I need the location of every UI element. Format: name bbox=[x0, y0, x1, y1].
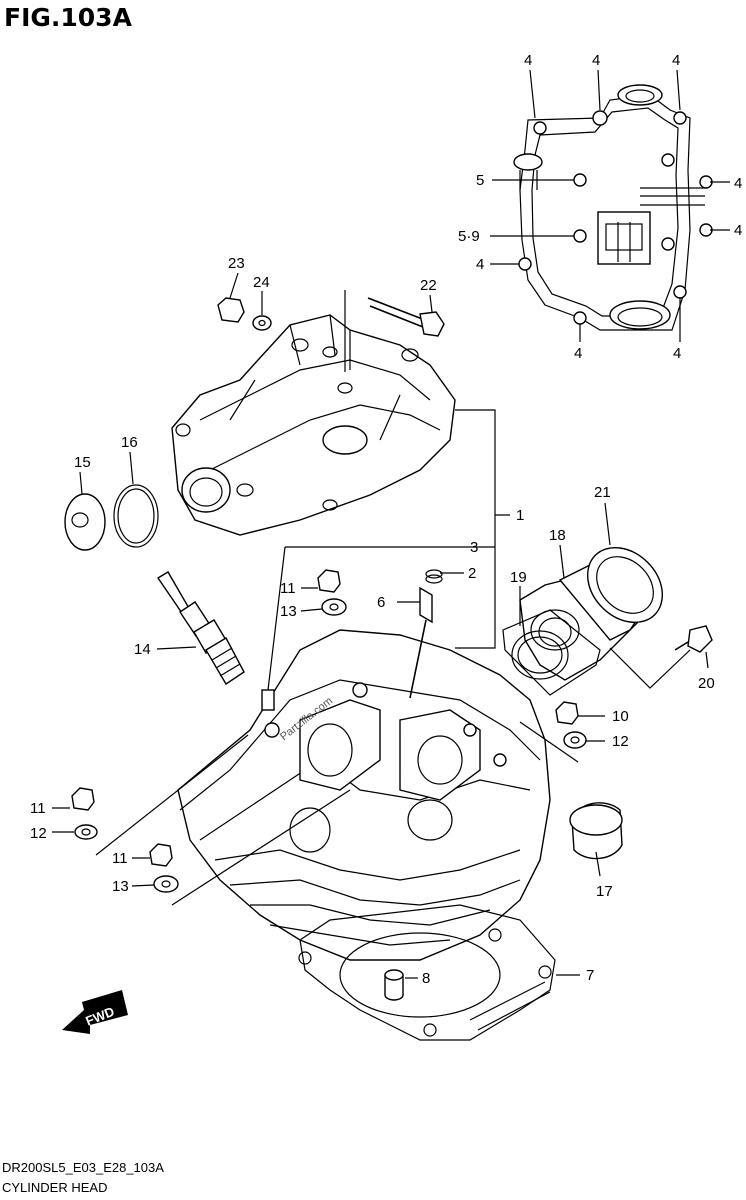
callout-11: 11 bbox=[280, 580, 296, 597]
dowel-pin bbox=[384, 969, 404, 1001]
callout-12: 12 bbox=[612, 733, 629, 750]
callout-10: 10 bbox=[612, 708, 629, 725]
callout-13: 13 bbox=[280, 603, 297, 620]
callout-23: 23 bbox=[228, 255, 245, 272]
callout-11: 11 bbox=[30, 800, 46, 817]
section-name: CYLINDER HEAD bbox=[2, 1180, 107, 1195]
callout-3: 3 bbox=[470, 539, 478, 556]
callout-17: 17 bbox=[596, 883, 613, 900]
cylinder-head bbox=[177, 629, 551, 961]
callout-24: 24 bbox=[253, 274, 270, 291]
callout-20: 20 bbox=[698, 675, 715, 692]
callout-11: 11 bbox=[112, 850, 128, 867]
figure-title: FIG.103A bbox=[4, 3, 133, 32]
callout-4: 4 bbox=[672, 52, 680, 69]
callout-21: 21 bbox=[594, 484, 611, 501]
callout-19: 19 bbox=[510, 569, 527, 586]
side-plug bbox=[569, 802, 623, 860]
callout-5: 5 bbox=[476, 172, 484, 189]
intake-pipe-assembly bbox=[502, 546, 713, 696]
callout-12: 12 bbox=[30, 825, 47, 842]
cylinder-head-cover bbox=[171, 314, 456, 536]
callout-4: 4 bbox=[673, 345, 681, 362]
callout-4: 4 bbox=[592, 52, 600, 69]
callout-6: 6 bbox=[377, 594, 385, 611]
callout-1: 1 bbox=[516, 507, 524, 524]
callout-14: 14 bbox=[134, 641, 151, 658]
callout-4: 4 bbox=[734, 222, 742, 239]
callout-2: 2 bbox=[468, 565, 476, 582]
callout-4: 4 bbox=[574, 345, 582, 362]
callout-7: 7 bbox=[586, 967, 594, 984]
callout-16: 16 bbox=[121, 434, 138, 451]
callout-18: 18 bbox=[549, 527, 566, 544]
leader-lines bbox=[52, 69, 730, 979]
cover-bolt bbox=[344, 290, 445, 372]
callout-labels: 4 4 4 5 4 5·9 4 4 4 4 23 24 22 15 16 1 3… bbox=[30, 52, 742, 987]
fwd-arrow-icon: FWD bbox=[62, 990, 128, 1034]
callout-22: 22 bbox=[420, 277, 437, 294]
model-code: DR200SL5_E03_E28_103A bbox=[2, 1160, 164, 1175]
valve-guide-and-seal bbox=[409, 569, 443, 699]
callout-4: 4 bbox=[476, 256, 484, 273]
callout-4: 4 bbox=[734, 175, 742, 192]
callout-5-9: 5·9 bbox=[458, 228, 480, 245]
cover-nut-and-washer bbox=[217, 297, 272, 331]
head-cover-inner-view bbox=[513, 84, 713, 331]
cover-plug-and-o-ring bbox=[64, 484, 159, 551]
cylinder-base-gasket bbox=[298, 904, 556, 1041]
callout-4: 4 bbox=[524, 52, 532, 69]
callout-13: 13 bbox=[112, 878, 129, 895]
callout-8: 8 bbox=[422, 970, 430, 987]
spark-plug bbox=[157, 571, 245, 685]
callout-15: 15 bbox=[74, 454, 91, 471]
